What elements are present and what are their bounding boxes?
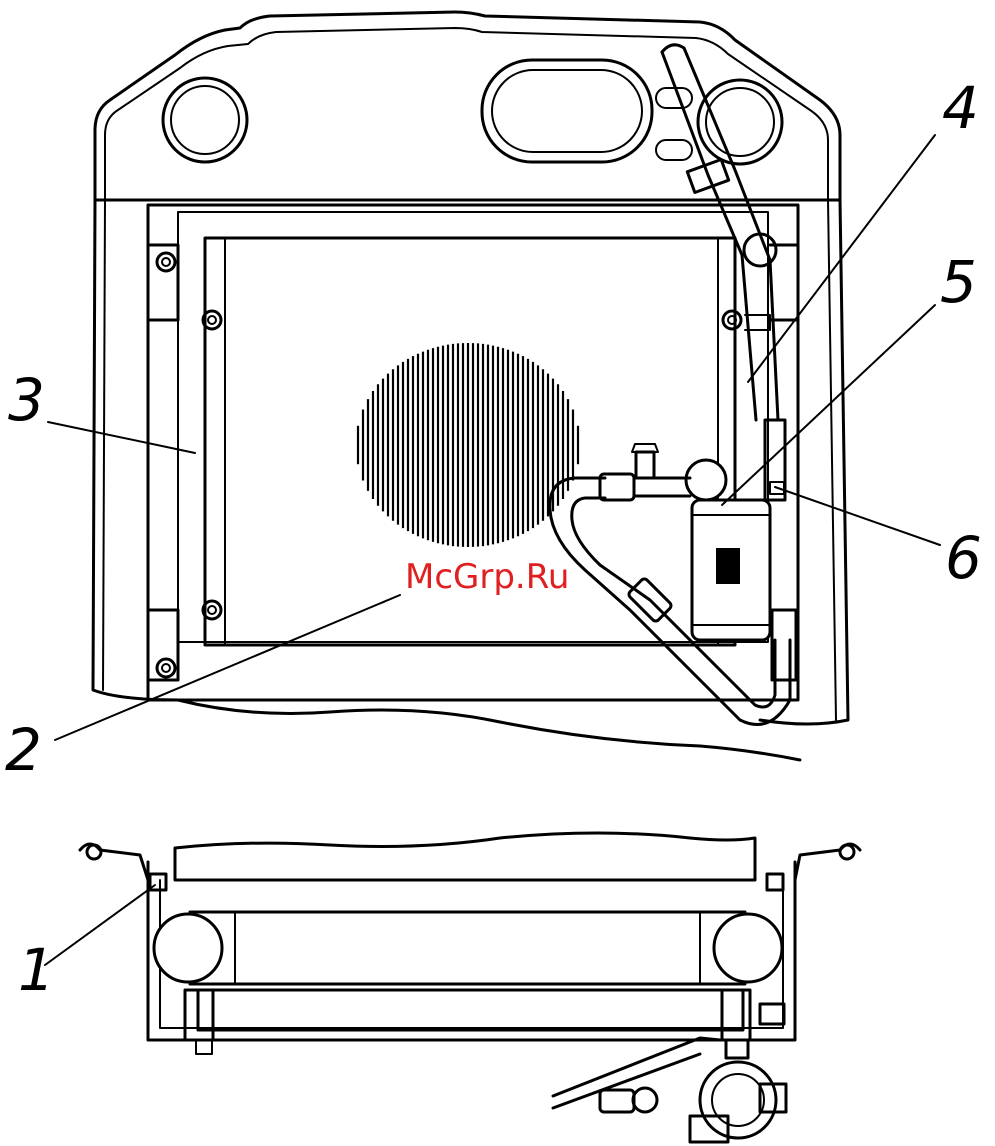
callout-3: 3 bbox=[8, 366, 45, 434]
callout-1: 1 bbox=[18, 936, 55, 1004]
callout-6: 6 bbox=[945, 524, 982, 592]
bolt-icon bbox=[157, 253, 175, 271]
left-lamp-hole bbox=[163, 78, 247, 162]
plan-view bbox=[80, 833, 860, 1142]
leader-1 bbox=[45, 885, 155, 965]
right-lamp-hole bbox=[698, 80, 782, 164]
callout-2: 2 bbox=[5, 716, 42, 784]
watermark-text: McGrp.Ru bbox=[405, 557, 569, 597]
leader-2 bbox=[55, 595, 400, 740]
leader-3 bbox=[48, 422, 195, 453]
leader-6 bbox=[775, 487, 940, 545]
callout-4: 4 bbox=[942, 74, 979, 142]
bolt-icon bbox=[157, 659, 175, 677]
receiver-dryer bbox=[686, 420, 796, 680]
small-slots bbox=[656, 88, 692, 160]
fan-hatch bbox=[358, 343, 578, 547]
bolt-icon bbox=[723, 311, 741, 329]
callout-5: 5 bbox=[940, 248, 977, 316]
oval-window bbox=[482, 60, 652, 162]
